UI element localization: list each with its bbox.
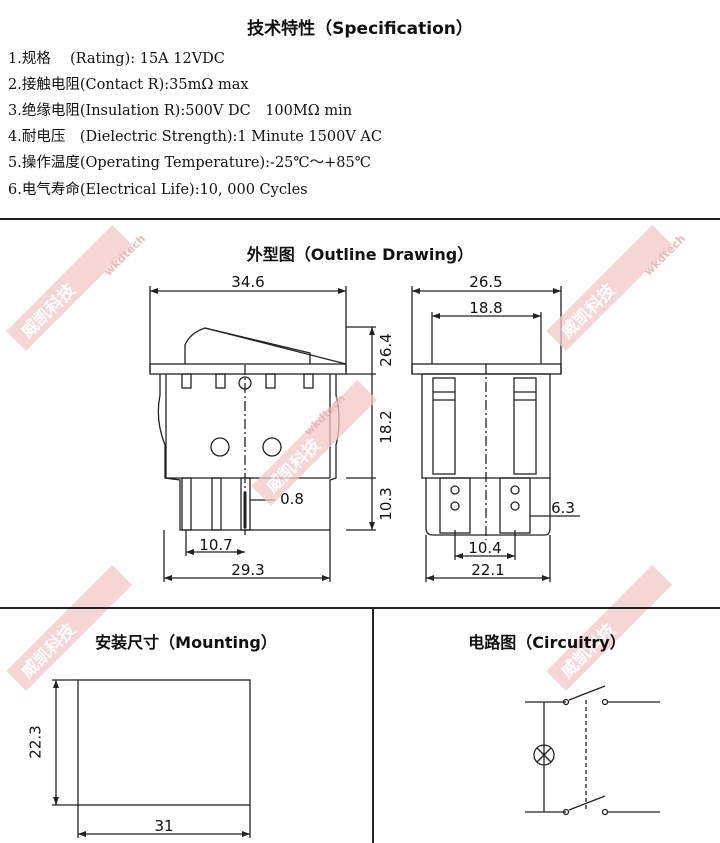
dim-width-top: 34.6 [231,273,264,291]
spec-title: 技术特性（Specification） [247,19,473,39]
divider-vertical [372,607,374,843]
outline-title: 外型图（Outline Drawing） [246,245,474,264]
dim-side-width-bottom: 22.1 [471,561,504,579]
dim-pin-spacing: 10.7 [199,536,232,554]
divider-bottom [0,607,720,609]
mount-width: 31 [154,817,173,835]
dim-height-bottom: 10.3 [377,487,395,520]
watermark-cn-3: 威凯科技 [557,279,621,343]
watermark-cn-2: 威凯科技 [262,434,326,498]
spec-item-dielectric: 4.耐电压 (Dielectric Strength):1 Minute 150… [8,129,382,145]
spec-item-temperature: 5.操作温度(Operating Temperature):-25℃～+85℃ [8,155,371,171]
spec-item-contact: 2.接触电阻(Contact R):35mΩ max [8,77,249,93]
dim-width-bottom: 29.3 [231,561,264,579]
dim-side-pin-spacing: 10.4 [468,539,501,557]
spec-item-life: 6.电气寿命(Electrical Life):10, 000 Cycles [8,182,308,198]
circuitry-title: 电路图（Circuitry） [468,633,626,652]
dim-side-width-top: 26.5 [469,273,502,291]
dim-side-width-inner: 18.8 [469,299,502,317]
divider-top [0,218,720,220]
spec-item-rating: 1.规格 (Rating): 15A 12VDC [8,51,225,67]
spec-item-insulation: 3.绝缘电阻(Insulation R):500V DC 100MΩ min [8,103,353,119]
mount-height: 22.3 [27,725,45,758]
dim-height-top: 26.4 [377,333,395,366]
mounting-title: 安装尺寸（Mounting） [95,633,277,652]
dim-pin-width: 0.8 [280,490,304,508]
dim-height-mid: 18.2 [377,410,395,443]
watermark-cn-1: 威凯科技 [17,279,81,343]
dim-side-pin: 6.3 [551,499,575,517]
